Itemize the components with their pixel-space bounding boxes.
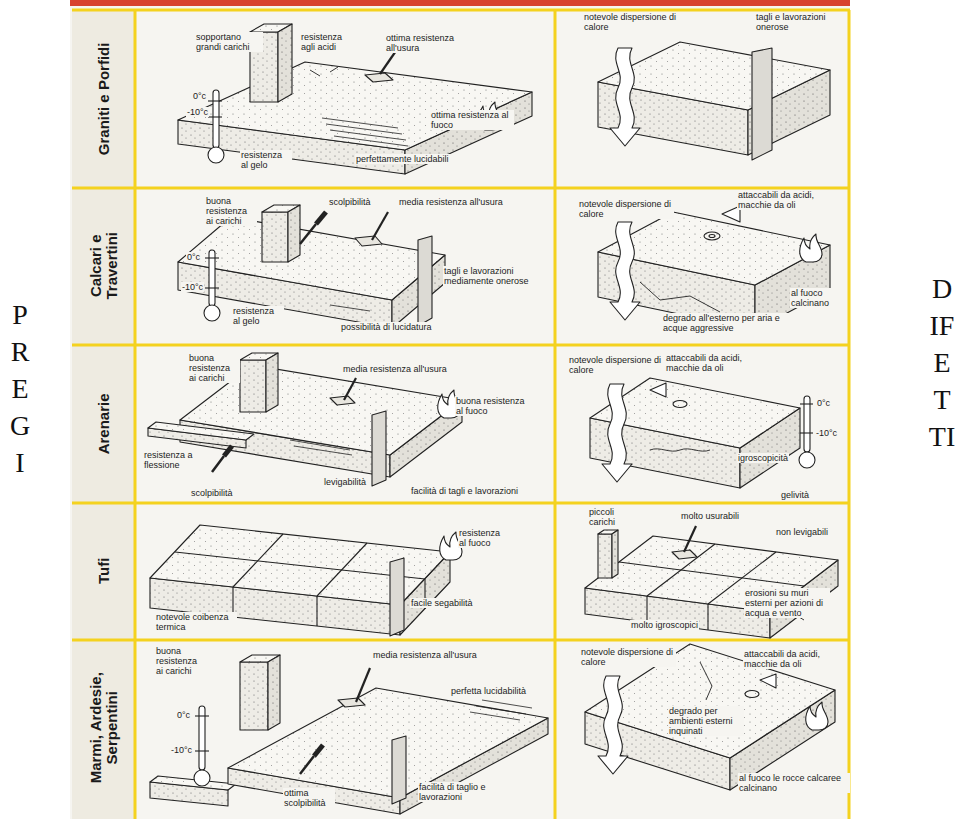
annotation-label: 0°c: [192, 91, 207, 101]
annotation-label: igroscopicità: [737, 453, 789, 463]
annotation-label: scolpibilità: [328, 197, 372, 207]
annotation-label: piccoli carichi: [588, 507, 628, 527]
annotation-label: tagli e lavorazioni onerose: [755, 12, 843, 32]
section-letters: DIFETTI: [928, 270, 956, 455]
annotation-label: tagli e lavorazioni mediamente onerose: [443, 266, 531, 286]
annotation-label: -10°c: [170, 745, 193, 755]
row-header: Marmi, Ardesie, Serpentini: [88, 648, 120, 808]
annotation-label: possibilità di lucidatura: [340, 322, 433, 332]
annotation-label: notevole dispersione di calore: [580, 647, 676, 667]
row-header: Graniti e Porfidi: [96, 14, 112, 184]
annotation-label: -10°c: [815, 428, 838, 438]
annotation-label: sopportano grandi carichi: [195, 32, 263, 52]
row-header: Arenarie: [96, 354, 112, 494]
annotation-label: al fuoco le rocce calcaree calcinano: [738, 773, 850, 793]
annotation-label: media resistenza all'usura: [372, 650, 478, 660]
annotation-label: resistenza al gelo: [232, 306, 284, 326]
annotation-label: ottima scolpibilità: [283, 788, 335, 808]
annotation-label: facilità di taglio e lavorazioni: [418, 782, 500, 802]
annotation-label: levigabilità: [323, 477, 367, 487]
annotation-label: media resistenza all'usura: [398, 197, 504, 207]
annotation-label: facile segabilità: [410, 598, 474, 608]
annotation-label: notevole dispersione di calore: [583, 12, 679, 32]
annotation-label: -10°c: [186, 107, 209, 117]
annotation-label: perfettamente lucidabili: [355, 154, 450, 164]
annotation-label: buona resistenza al fuoco: [455, 396, 535, 416]
annotation-label: 0°c: [186, 252, 201, 262]
annotation-label: non levigabili: [775, 527, 829, 537]
annotation-label: ottima resistenza al fuoco: [430, 110, 514, 130]
annotation-label: -10°c: [181, 282, 204, 292]
annotation-label: degrado per ambienti esterni inquinati: [668, 706, 744, 736]
annotation-label: buona resistenza ai carichi: [205, 196, 257, 226]
row-header: Calcari e Travertini: [88, 201, 120, 331]
annotation-label: scolpibilità: [190, 488, 234, 498]
annotation-label: al fuoco calcinano: [790, 288, 837, 308]
annotation-label: attaccabili da acidi, macchie da oli: [743, 649, 841, 669]
annotation-label: notevole dispersione di calore: [578, 199, 674, 219]
annotation-label: resistenza agli acidi: [300, 32, 352, 52]
annotation-label: media resistenza all'usura: [342, 364, 448, 374]
annotation-label: attaccabili da acidi, macchie da oli: [737, 190, 835, 210]
annotation-label: molto igroscopici: [630, 620, 699, 630]
row-header: Tufi: [96, 511, 112, 631]
annotation-label: molto usurabili: [680, 511, 740, 521]
annotation-label: resistenza a flessione: [143, 450, 200, 470]
annotation-label: 0°c: [816, 398, 831, 408]
annotation-label: attaccabili da acidi, macchie da oli: [665, 353, 763, 373]
annotation-label: notevole coibenza termica: [155, 612, 237, 632]
annotation-label: resistenza al gelo: [240, 150, 292, 170]
annotation-label: buona resistenza ai carichi: [188, 353, 240, 383]
annotation-label: gelività: [780, 490, 810, 500]
section-letters: PREGI: [6, 296, 34, 481]
annotation-label: notevole dispersione di calore: [568, 355, 664, 375]
annotation-label: degrado all'esterno per aria e acque agg…: [662, 313, 790, 333]
annotation-label: 0°c: [176, 710, 191, 720]
annotation-label: resistenza al fuoco: [458, 528, 510, 548]
annotation-label: buona resistenza ai carichi: [155, 646, 207, 676]
annotation-label: erosioni su muri esterni per azioni di a…: [744, 588, 830, 618]
annotation-label: perfetta lucidabilità: [450, 686, 527, 696]
annotation-label: facilità di tagli e lavorazioni: [410, 486, 519, 496]
annotation-label: ottima resistenza all'usura: [385, 33, 469, 53]
